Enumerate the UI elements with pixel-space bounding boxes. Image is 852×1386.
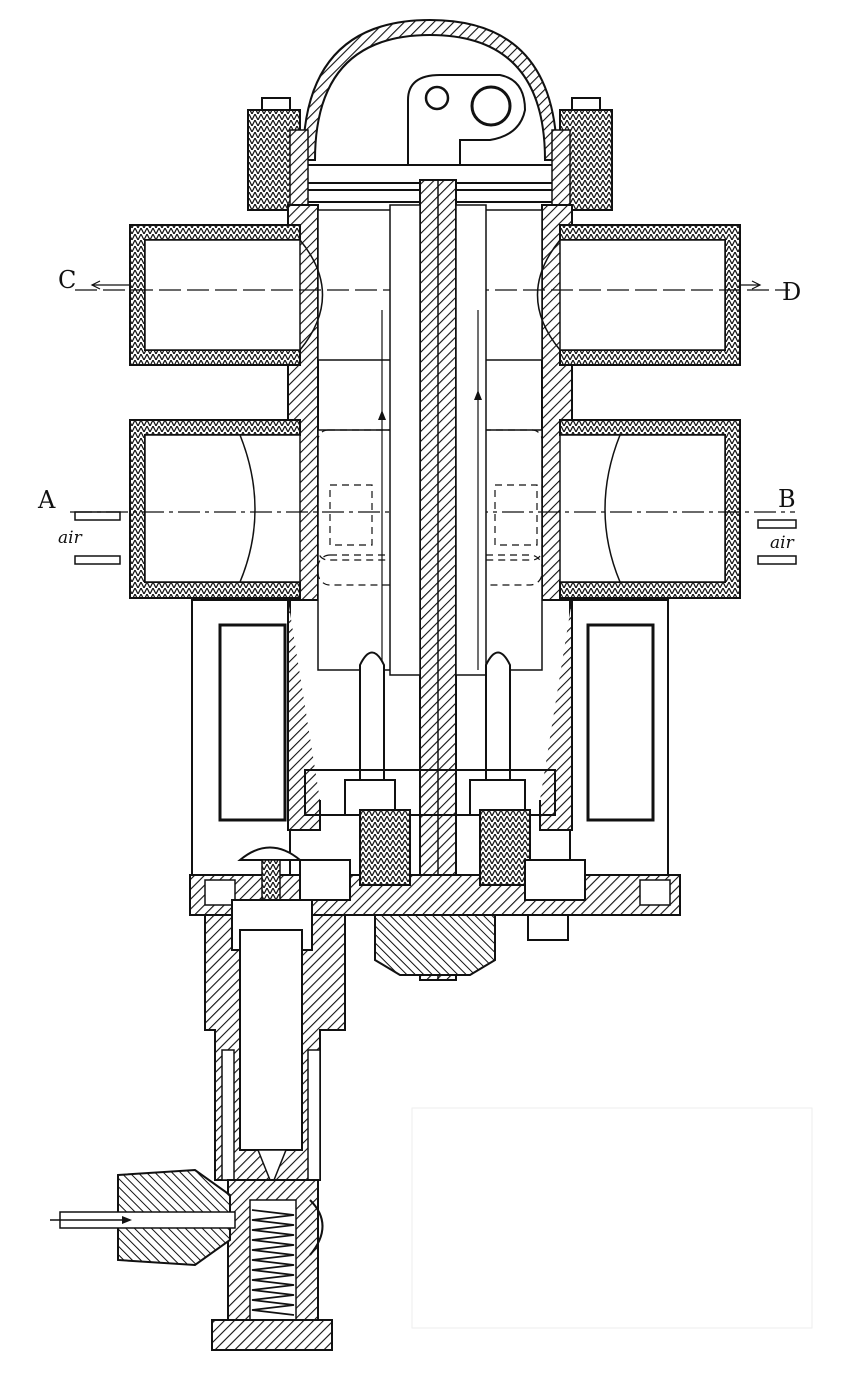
label-air-right: air <box>770 533 794 553</box>
central-shaft <box>378 179 487 981</box>
label-air-left: air <box>58 528 82 548</box>
magnet-coils <box>191 599 669 896</box>
label-a: A <box>38 486 56 514</box>
dome-cap <box>299 18 561 203</box>
side-inlet <box>50 1168 324 1267</box>
lower-pipes <box>129 419 741 599</box>
label-b: B <box>778 485 796 513</box>
blank-area <box>411 1107 813 1329</box>
label-c: C <box>58 266 77 294</box>
lower-tube <box>204 899 346 1188</box>
upper-pipes <box>129 224 741 366</box>
spring-housing <box>211 1179 333 1351</box>
base-plate <box>189 809 681 976</box>
label-d: D <box>782 278 802 306</box>
air-arrows <box>74 511 797 565</box>
